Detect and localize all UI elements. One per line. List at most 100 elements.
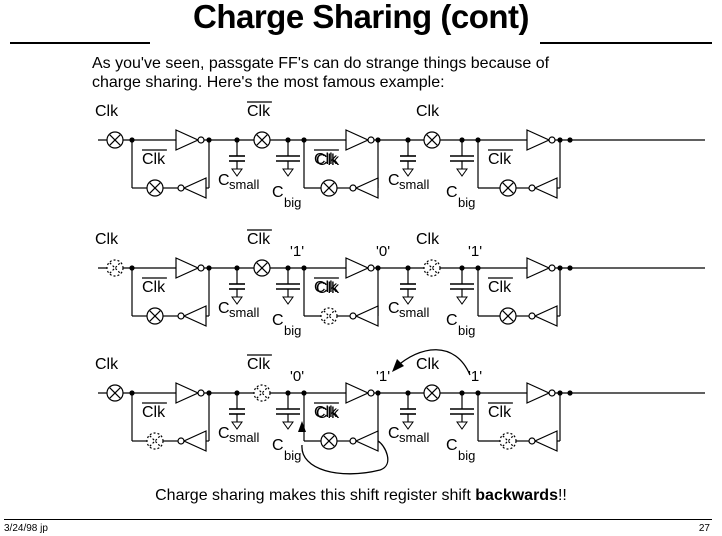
clk-label: Clk bbox=[416, 103, 440, 120]
node-value-label: '0' bbox=[376, 243, 390, 260]
inverter-bubble-icon bbox=[548, 389, 556, 397]
inverter-icon bbox=[533, 305, 558, 327]
ground-icon bbox=[231, 168, 243, 177]
c-big-label: C bbox=[272, 184, 284, 201]
transmission-gate-icon bbox=[499, 179, 517, 197]
clk-bar-label: Clk bbox=[314, 151, 338, 168]
c-small-label: C bbox=[388, 425, 400, 442]
inverter-icon bbox=[354, 177, 379, 199]
title-rule-right bbox=[540, 42, 712, 44]
clk-bar-label: Clk bbox=[314, 404, 338, 421]
inverter-icon bbox=[345, 129, 370, 151]
footer-left: 3/24/98 jp bbox=[4, 523, 48, 534]
transmission-gate-icon bbox=[499, 432, 517, 450]
title-rule-left bbox=[10, 42, 150, 44]
clk-label: Clk bbox=[95, 103, 119, 120]
clk-bar-label: Clk bbox=[247, 103, 271, 120]
c-small-label: C bbox=[388, 172, 400, 189]
clk-label: Clk bbox=[95, 231, 119, 248]
c-small-label: C bbox=[218, 300, 230, 317]
ground-icon bbox=[402, 168, 414, 177]
transmission-gate-icon bbox=[320, 307, 338, 325]
inverter-bubble-icon bbox=[548, 136, 556, 144]
clk-label: Clk bbox=[316, 152, 340, 169]
inverter-icon bbox=[526, 257, 551, 279]
transmission-gate-icon bbox=[146, 432, 164, 450]
charge-share-arrow bbox=[301, 440, 389, 475]
inverter-icon bbox=[175, 129, 200, 151]
clk-bar-label: Clk bbox=[488, 404, 512, 421]
inverter-icon bbox=[533, 177, 558, 199]
c-big-subscript: big bbox=[458, 323, 475, 338]
transmission-gate-icon bbox=[320, 432, 338, 450]
transmission-gate-icon bbox=[423, 131, 441, 149]
inverter-bubble-icon bbox=[528, 184, 536, 192]
node-value-label: '1' bbox=[376, 368, 390, 385]
c-big-subscript: big bbox=[458, 448, 475, 463]
c-big-label: C bbox=[272, 437, 284, 454]
ground-icon bbox=[282, 168, 294, 177]
inverter-bubble-icon bbox=[528, 312, 536, 320]
transmission-gate-icon bbox=[146, 307, 164, 325]
c-small-label: C bbox=[388, 300, 400, 317]
inverter-icon bbox=[354, 305, 379, 327]
arrow-head-icon bbox=[298, 421, 306, 432]
transmission-gate-icon bbox=[106, 384, 124, 402]
intro-text: As you've seen, passgate FF's can do str… bbox=[92, 54, 549, 92]
junction-dot bbox=[567, 265, 573, 271]
inverter-icon bbox=[175, 257, 200, 279]
inverter-icon bbox=[345, 382, 370, 404]
clk-label: Clk bbox=[316, 405, 340, 422]
transmission-gate-icon bbox=[423, 384, 441, 402]
junction-dot bbox=[567, 137, 573, 143]
node-value-label: '1' bbox=[468, 243, 482, 260]
inverter-bubble-icon bbox=[177, 184, 185, 192]
caption-bold: backwards bbox=[475, 487, 558, 504]
c-small-subscript: small bbox=[399, 305, 429, 320]
ground-icon bbox=[231, 296, 243, 305]
inverter-bubble-icon bbox=[548, 264, 556, 272]
charge-share-arrow bbox=[394, 349, 471, 376]
ground-icon bbox=[282, 421, 294, 430]
inverter-icon bbox=[182, 305, 207, 327]
clk-bar-label: Clk bbox=[142, 404, 166, 421]
transmission-gate-icon bbox=[499, 307, 517, 325]
transmission-gate-icon bbox=[106, 131, 124, 149]
c-small-subscript: small bbox=[399, 177, 429, 192]
clk-bar-label: Clk bbox=[247, 356, 271, 373]
inverter-bubble-icon bbox=[177, 312, 185, 320]
ground-icon bbox=[231, 421, 243, 430]
clk-label: Clk bbox=[95, 356, 119, 373]
inverter-bubble-icon bbox=[367, 136, 375, 144]
inverter-icon bbox=[533, 430, 558, 452]
c-small-subscript: small bbox=[229, 305, 259, 320]
inverter-bubble-icon bbox=[349, 184, 357, 192]
inverter-bubble-icon bbox=[197, 264, 205, 272]
transmission-gate-icon bbox=[253, 384, 271, 402]
inverter-bubble-icon bbox=[367, 389, 375, 397]
inverter-bubble-icon bbox=[367, 264, 375, 272]
c-big-label: C bbox=[272, 312, 284, 329]
c-big-subscript: big bbox=[284, 448, 301, 463]
transmission-gate-icon bbox=[423, 259, 441, 277]
inverter-icon bbox=[354, 430, 379, 452]
ground-icon bbox=[402, 421, 414, 430]
ground-icon bbox=[456, 296, 468, 305]
c-small-label: C bbox=[218, 425, 230, 442]
footer-rule bbox=[4, 519, 712, 520]
c-big-subscript: big bbox=[284, 195, 301, 210]
transmission-gate-icon bbox=[320, 179, 338, 197]
inverter-bubble-icon bbox=[197, 389, 205, 397]
inverter-bubble-icon bbox=[177, 437, 185, 445]
transmission-gate-icon bbox=[106, 259, 124, 277]
inverter-bubble-icon bbox=[528, 437, 536, 445]
inverter-icon bbox=[345, 257, 370, 279]
clk-bar-label: Clk bbox=[142, 151, 166, 168]
inverter-icon bbox=[526, 129, 551, 151]
arrow-head-icon bbox=[392, 359, 404, 372]
c-big-subscript: big bbox=[284, 323, 301, 338]
ground-icon bbox=[456, 421, 468, 430]
clk-bar-label: Clk bbox=[488, 279, 512, 296]
transmission-gate-icon bbox=[253, 259, 271, 277]
